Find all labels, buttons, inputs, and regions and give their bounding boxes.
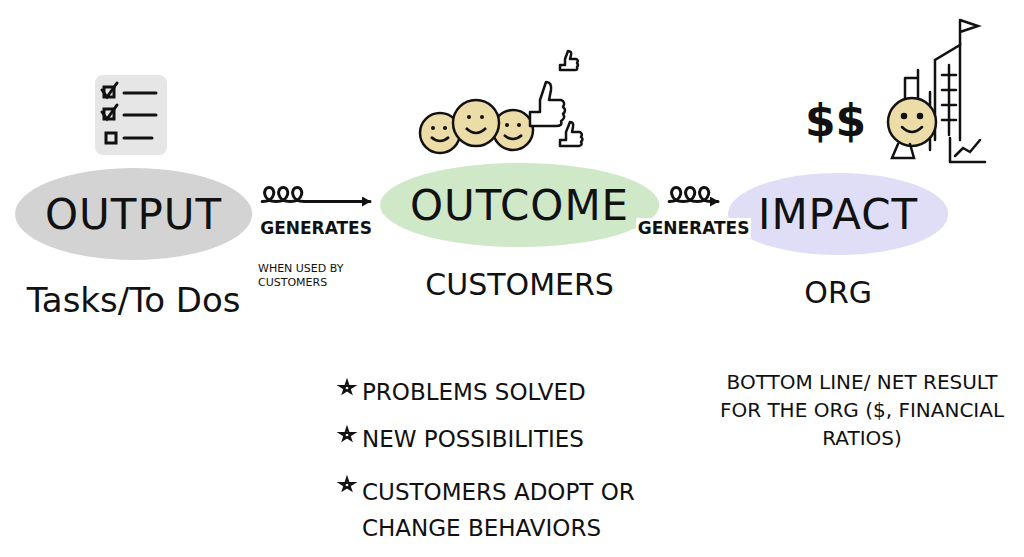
- thumbs-up-icons: [530, 51, 583, 146]
- stage-node: OUTCOME CUSTOMERS: [380, 163, 659, 302]
- note-text: $$: [805, 92, 885, 149]
- stage-heading: CUSTOMERS: [380, 267, 659, 302]
- stage-ellipse: IMPACT: [728, 173, 948, 255]
- stage-node: IMPACT ORG: [728, 173, 948, 310]
- stage-ellipse: OUTPUT: [15, 168, 252, 260]
- note-text: BOTTOM LINE/ NET RESULT FOR THE ORG ($, …: [712, 368, 1012, 452]
- note-text: NEW POSSIBILITIES: [362, 425, 692, 455]
- generates-arrow: [669, 188, 718, 202]
- edge-label: GENERATES: [258, 218, 374, 238]
- stage-title: IMPACT: [758, 190, 918, 239]
- stage-heading: Tasks/To Dos: [15, 280, 252, 320]
- stage-node: OUTPUT Tasks/To Dos: [15, 168, 252, 320]
- stage-heading: ORG: [728, 275, 948, 310]
- note-text: PROBLEMS SOLVED: [362, 378, 692, 408]
- generates-arrow: [262, 188, 370, 202]
- note-text: WHEN USED BY CUSTOMERS: [258, 262, 358, 291]
- stage-ellipse: OUTCOME: [380, 163, 659, 247]
- stage-title: OUTCOME: [410, 181, 629, 230]
- bullet-stars: [340, 381, 354, 490]
- edge-label: GENERATES: [636, 218, 752, 238]
- customer-faces: [420, 100, 533, 153]
- note-text: CUSTOMERS ADOPT OR CHANGE BEHAVIORS: [362, 475, 692, 546]
- stage-title: OUTPUT: [45, 190, 222, 239]
- checklist-icon: [95, 75, 167, 155]
- organization-icon: [888, 20, 985, 162]
